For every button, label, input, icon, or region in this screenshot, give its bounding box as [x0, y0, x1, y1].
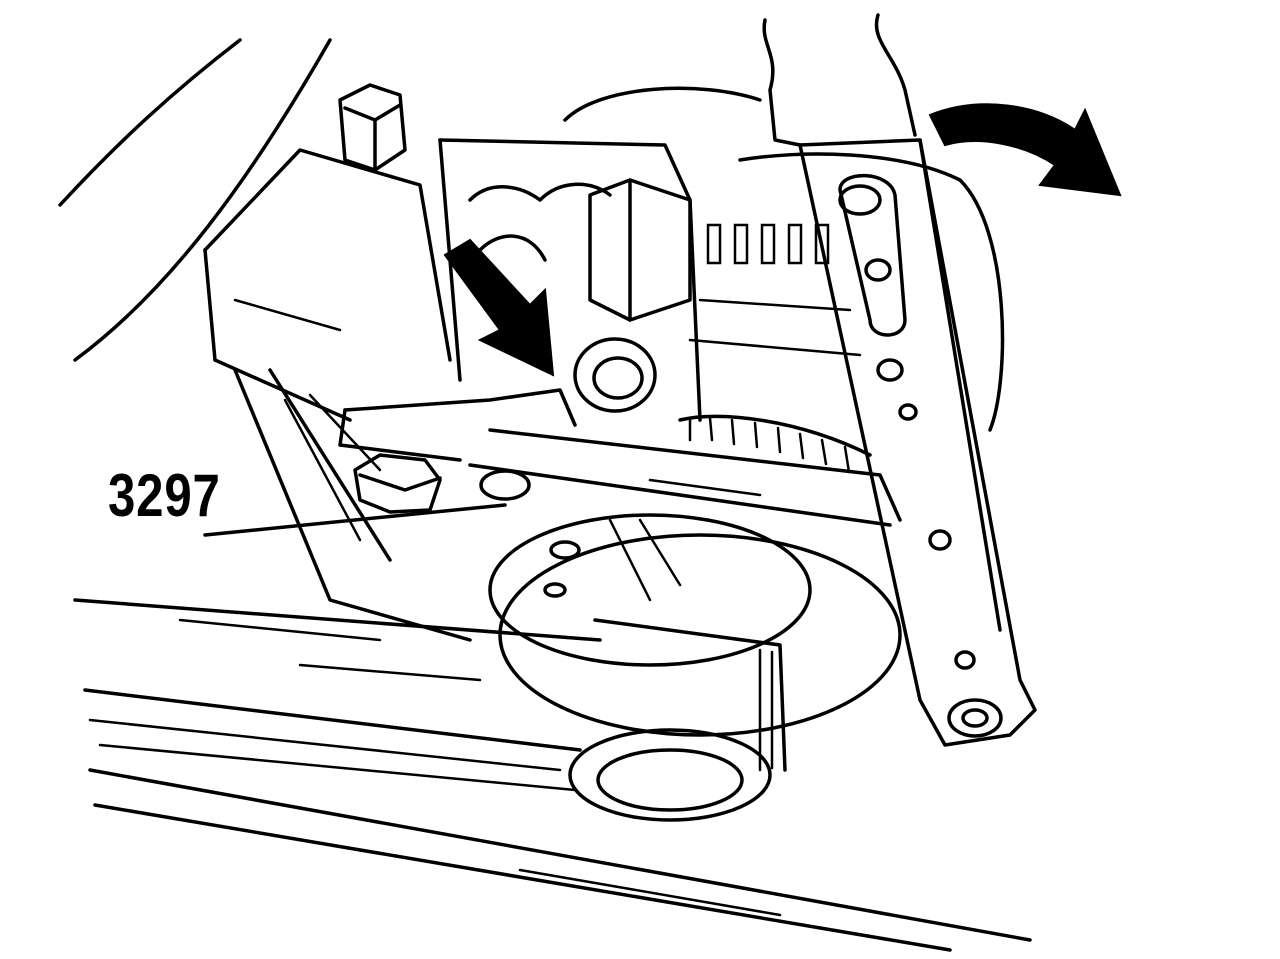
tensioning-bar	[798, 138, 1037, 747]
pivot-ring	[573, 337, 657, 413]
belt-pulley	[488, 513, 902, 737]
idler-roller	[568, 618, 787, 822]
upper-lever	[762, 13, 917, 147]
cooling-slots	[706, 223, 830, 265]
gear-teeth	[678, 414, 872, 474]
callout-leader-line	[203, 503, 507, 537]
arrow-down-right-icon	[443, 238, 555, 377]
drive-belt	[73, 598, 1032, 952]
top-bolt	[338, 83, 407, 172]
alternator-body	[438, 86, 1005, 432]
engine-housing	[58, 38, 452, 422]
curved-arrow-right-icon	[928, 103, 1122, 197]
callout-3297: 3297	[108, 462, 221, 529]
tensioner-arm	[338, 388, 902, 527]
arm-bolt	[353, 453, 531, 514]
